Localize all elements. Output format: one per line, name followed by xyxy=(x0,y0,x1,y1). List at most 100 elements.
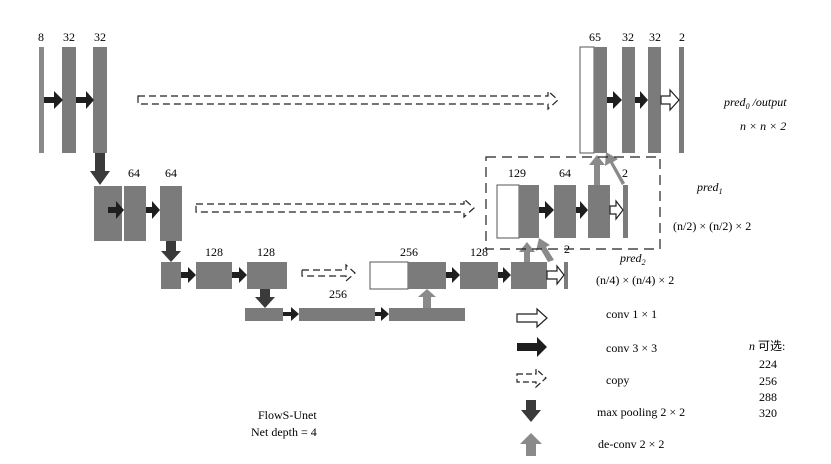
max-pooling-arrow-icon xyxy=(521,400,541,422)
conv-block xyxy=(247,262,287,289)
channel-label: 2 xyxy=(679,30,685,44)
conv1x1-arrow-icon xyxy=(660,88,680,112)
conv-block xyxy=(93,47,107,153)
conv-block xyxy=(511,262,547,289)
n-option-value: 320 xyxy=(759,406,777,420)
pred2-label: pred2 xyxy=(619,251,646,267)
output-block xyxy=(623,185,628,238)
conv3x3-arrow-icon xyxy=(498,267,511,283)
channel-label: 64 xyxy=(559,166,571,180)
caption-title: FlowS-Unet xyxy=(258,408,317,422)
copied-feature-block xyxy=(369,261,409,290)
max-pooling-arrows xyxy=(90,153,275,308)
n-option-value: 224 xyxy=(759,357,777,371)
deconv-arrow-icon xyxy=(605,152,625,185)
conv3x3-arrow-icon xyxy=(108,201,124,219)
copy-arrow-icon xyxy=(137,89,559,111)
channel-label: 256 xyxy=(400,245,418,259)
caption-depth: Net depth = 4 xyxy=(251,425,317,439)
conv3x3-arrow-icon xyxy=(181,267,196,283)
output-block xyxy=(679,47,684,153)
pred1-size: (n/2) × (n/2) × 2 xyxy=(673,219,751,233)
encoder-level-1: 8 32 32 xyxy=(38,30,107,153)
deconv-arrow-icon xyxy=(418,289,436,308)
conv3x3-arrows xyxy=(44,91,648,321)
conv1x1-arrow-icon xyxy=(546,264,565,286)
legend-label: max pooling 2 × 2 xyxy=(597,405,685,419)
conv-block xyxy=(622,47,635,153)
conv-block xyxy=(460,262,498,289)
encoder-level-2: 64 64 xyxy=(94,166,182,241)
conv-block xyxy=(161,262,181,289)
pred1-group-box xyxy=(485,156,661,250)
conv-block xyxy=(245,308,283,321)
conv3x3-arrow-icon xyxy=(576,201,588,219)
bottleneck-level: 256 xyxy=(245,287,465,321)
conv-block xyxy=(519,185,539,238)
max-pooling-arrow-icon xyxy=(255,289,275,308)
legend-label: de-conv 2 × 2 xyxy=(598,437,664,451)
pred0-label: pred0 /output xyxy=(723,95,787,111)
copy-arrows xyxy=(137,89,559,283)
conv-block xyxy=(124,186,146,241)
channel-label: 128 xyxy=(470,245,488,259)
deconv-arrow-icon xyxy=(589,155,605,185)
pred1-label: pred1 xyxy=(696,180,723,196)
conv1x1-arrow-icon xyxy=(516,307,548,329)
conv3x3-arrow-icon xyxy=(76,91,94,109)
n-options-title: n 可选: xyxy=(749,339,785,353)
deconv-arrows xyxy=(418,152,625,308)
channel-label: 8 xyxy=(38,30,44,44)
copy-arrow-icon xyxy=(195,197,475,219)
channel-label: 32 xyxy=(94,30,106,44)
conv3x3-arrow-icon xyxy=(607,91,622,109)
input-block xyxy=(39,47,44,153)
conv-block xyxy=(594,47,607,153)
conv-block xyxy=(196,262,232,289)
deconv-arrow-icon xyxy=(519,242,535,262)
conv-block xyxy=(588,185,610,238)
channel-label: 32 xyxy=(63,30,75,44)
conv3x3-arrow-icon xyxy=(283,307,299,321)
n-option-value: 256 xyxy=(759,374,777,388)
deconv-arrow-icon xyxy=(520,433,542,456)
max-pooling-arrow-icon xyxy=(161,241,181,262)
channel-label: 256 xyxy=(329,287,347,301)
legend-label: conv 1 × 1 xyxy=(606,307,657,321)
n-option-value: 288 xyxy=(759,390,777,404)
pred0-size: n × n × 2 xyxy=(740,119,786,133)
n-options: n 可选: 224 256 288 320 xyxy=(749,339,785,420)
channel-label: 32 xyxy=(622,30,634,44)
conv-block xyxy=(408,262,446,289)
conv1x1-arrow-icon xyxy=(609,199,624,221)
channel-label: 128 xyxy=(257,245,275,259)
copy-arrow-icon xyxy=(301,263,356,283)
conv-block xyxy=(62,47,76,153)
conv3x3-arrow-icon xyxy=(232,267,247,283)
decoder-level-2: 129 64 2 xyxy=(496,166,628,239)
conv3x3-arrow-icon xyxy=(517,337,547,357)
decoder-level-1: 65 32 32 2 xyxy=(579,30,685,154)
conv-block xyxy=(554,185,576,238)
channel-label: 2 xyxy=(622,166,628,180)
copied-feature-block xyxy=(496,184,520,239)
encoder-level-3: 128 128 xyxy=(161,245,287,289)
output-labels: pred0 /output n × n × 2 pred1 (n/2) × (n… xyxy=(596,95,787,287)
output-block xyxy=(564,262,568,289)
channel-label: 32 xyxy=(649,30,661,44)
channel-label: 129 xyxy=(508,166,526,180)
conv-block xyxy=(389,308,465,321)
conv3x3-arrow-icon xyxy=(539,201,554,219)
legend-label: conv 3 × 3 xyxy=(606,341,657,355)
pred2-size: (n/4) × (n/4) × 2 xyxy=(596,273,674,287)
channel-label: 65 xyxy=(589,30,601,44)
decoder-level-3: 256 128 2 xyxy=(369,242,570,290)
legend-label: copy xyxy=(606,373,629,387)
conv3x3-arrow-icon xyxy=(635,91,648,109)
conv-block xyxy=(160,186,182,241)
legend: conv 1 × 1 conv 3 × 3 copy max pooling 2… xyxy=(516,307,685,456)
copied-feature-block xyxy=(579,46,595,154)
channel-label: 128 xyxy=(205,245,223,259)
conv-block xyxy=(299,308,375,321)
